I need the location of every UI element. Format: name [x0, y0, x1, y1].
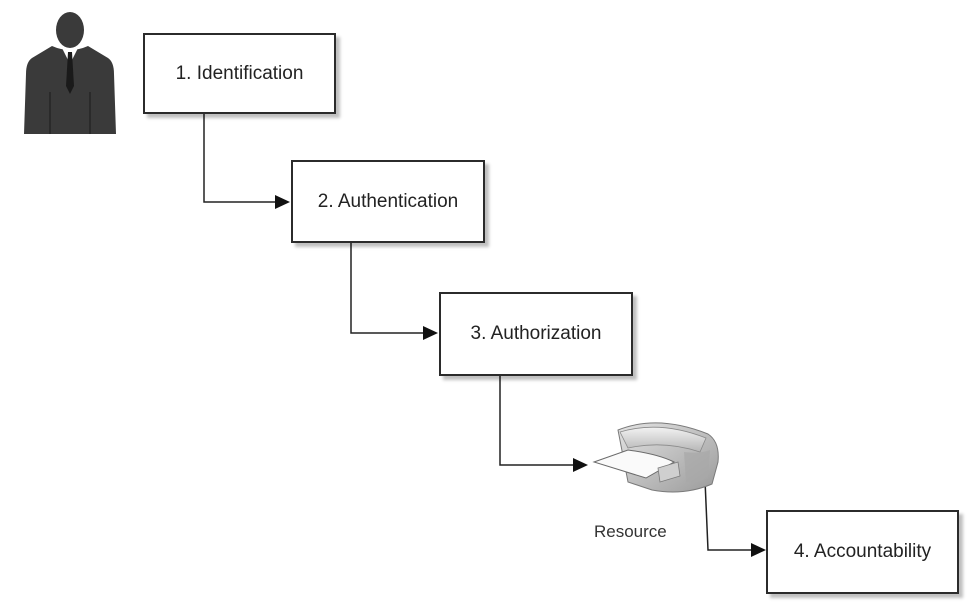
- step-accountability-label: 4. Accountability: [793, 541, 932, 562]
- arrowhead-4: [751, 543, 766, 557]
- step-accountability: 4. Accountability: [766, 510, 959, 594]
- printer-icon: [592, 422, 719, 493]
- person-silhouette-icon: [24, 12, 116, 134]
- connector-3-to-resource: [499, 376, 574, 466]
- arrowhead-2: [423, 326, 438, 340]
- step-identification-label: 1. Identification: [175, 62, 304, 84]
- connector-2-to-3: [350, 243, 428, 334]
- step-authentication: 2. Authentication: [291, 160, 485, 243]
- step-identification: 1. Identification: [143, 33, 336, 114]
- arrowhead-1: [275, 195, 290, 209]
- connector-resource-to-4: [704, 479, 754, 551]
- arrowhead-3: [573, 458, 588, 472]
- resource-label: Resource: [594, 522, 667, 541]
- step-authentication-label: 2. Authentication: [317, 190, 459, 212]
- step-authorization: 3. Authorization: [439, 292, 633, 376]
- connector-1-to-2: [203, 114, 280, 203]
- step-authorization-label: 3. Authorization: [470, 323, 602, 344]
